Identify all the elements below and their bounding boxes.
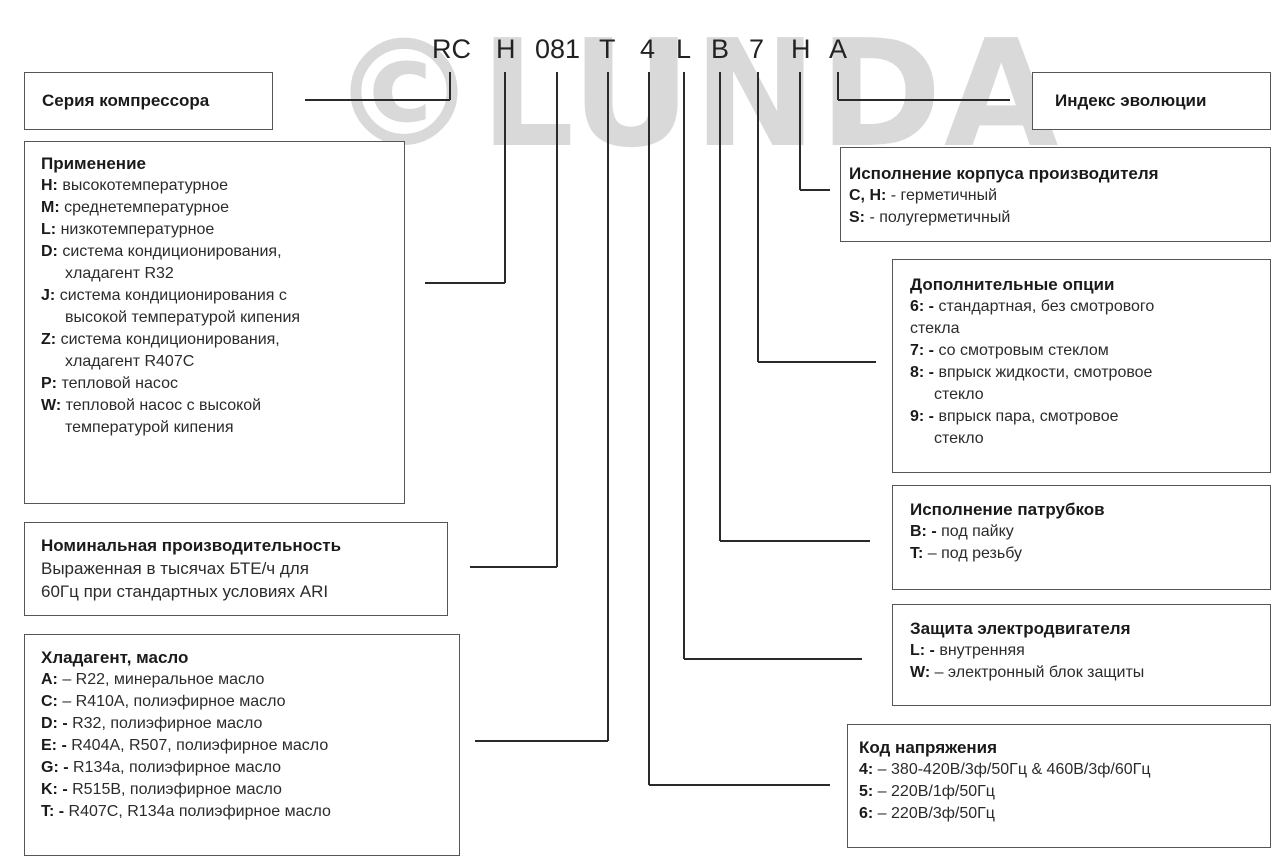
fittings-title: Исполнение патрубков (910, 500, 1105, 519)
code-part-fittings: B (711, 34, 730, 64)
refrigerant-item: C: – R410A, полиэфирное масло (41, 693, 286, 710)
options-item-cont: стекла (910, 320, 960, 337)
code-part-capacity: 081 (535, 34, 581, 64)
options-item-cont: стекло (934, 386, 984, 403)
refrigerant-item: A: – R22, минеральное масло (41, 671, 265, 688)
options-title: Дополнительные опции (910, 275, 1115, 294)
refrigerant-item: K: - R515B, полиэфирное масло (41, 781, 282, 798)
housing-box: Исполнение корпуса производителя C, H: -… (840, 147, 1271, 242)
code-part-voltage: 4 (640, 34, 656, 64)
options-item: 7: - со смотровым стеклом (910, 342, 1109, 359)
refrigerant-item: G: - R134a, полиэфирное масло (41, 759, 282, 776)
housing-item: S: - полугерметичный (849, 209, 1011, 226)
refrigerant-box: Хладагент, масло A: – R22, минеральное м… (24, 634, 460, 856)
application-item-cont: высокой температурой кипения (65, 309, 301, 326)
application-item: M: среднетемпературное (41, 199, 230, 216)
capacity-desc-line: Выраженная в тысячах БТЕ/ч для (41, 559, 309, 578)
housing-item: C, H: - герметичный (849, 187, 998, 204)
application-item: H: высокотемпературное (41, 177, 229, 194)
application-item: W: тепловой насос с высокой (41, 397, 262, 414)
series-box: Серия компрессора (24, 72, 273, 130)
refrigerant-item: D: - R32, полиэфирное масло (41, 715, 263, 732)
motor-protection-item: L: - внутренняя (910, 642, 1025, 659)
motor-protection-box: Защита электродвигателя L: - внутренняя … (892, 604, 1271, 706)
series-title: Серия компрессора (42, 91, 210, 110)
evolution-title: Индекс эволюции (1055, 91, 1207, 110)
application-item-cont: температурой кипения (65, 419, 234, 436)
voltage-title: Код напряжения (859, 738, 998, 757)
application-item: D: система кондиционирования, (41, 243, 282, 260)
options-item: 9: - впрыск пара, смотровое (910, 408, 1119, 425)
options-item: 8: - впрыск жидкости, смотровое (910, 364, 1153, 381)
code-part-housing: H (791, 34, 811, 64)
fittings-item: T: – под резьбу (910, 545, 1023, 562)
capacity-title: Номинальная производительность (41, 536, 342, 555)
application-item: J: система кондиционирования с (41, 287, 287, 304)
voltage-item: 4: – 380-420В/3ф/50Гц & 460В/3ф/60Гц (859, 761, 1151, 778)
refrigerant-item: E: - R404A, R507, полиэфирное масло (41, 737, 329, 754)
application-title: Применение (41, 154, 146, 173)
code-part-options: 7 (749, 34, 765, 64)
application-box: Применение H: высокотемпературное M: сре… (24, 141, 405, 504)
voltage-item: 6: – 220В/3ф/50Гц (859, 805, 995, 822)
application-item: Z: система кондиционирования, (41, 331, 280, 348)
application-item: L: низкотемпературное (41, 221, 215, 238)
fittings-box: Исполнение патрубков B: - под пайку T: –… (892, 485, 1271, 590)
capacity-desc-line: 60Гц при стандартных условиях ARI (41, 582, 329, 601)
voltage-item: 5: – 220В/1ф/50Гц (859, 783, 995, 800)
code-part-application: H (496, 34, 516, 64)
code-part-series: RC (432, 34, 471, 64)
application-item-cont: хладагент R32 (65, 265, 174, 282)
evolution-box: Индекс эволюции (1032, 72, 1271, 130)
application-item-cont: хладагент R407C (65, 353, 195, 370)
code-part-evolution: A (829, 34, 848, 64)
refrigerant-title: Хладагент, масло (41, 648, 189, 667)
options-item: 6: - стандартная, без смотрового (910, 298, 1155, 315)
options-item-cont: стекло (934, 430, 984, 447)
housing-title: Исполнение корпуса производителя (849, 164, 1159, 183)
refrigerant-item: T: - R407C, R134a полиэфирное масло (41, 803, 331, 820)
voltage-box: Код напряжения 4: – 380-420В/3ф/50Гц & 4… (847, 724, 1271, 848)
fittings-item: B: - под пайку (910, 523, 1014, 540)
code-part-refrigerant: T (599, 34, 616, 64)
capacity-box: Номинальная производительность Выраженна… (24, 522, 448, 616)
motor-protection-item: W: – электронный блок защиты (910, 664, 1145, 681)
motor-protection-title: Защита электродвигателя (910, 619, 1131, 638)
options-box: Дополнительные опции 6: - стандартная, б… (892, 259, 1271, 473)
code-part-motor-protection: L (676, 34, 692, 64)
application-item: P: тепловой насос (41, 375, 178, 392)
